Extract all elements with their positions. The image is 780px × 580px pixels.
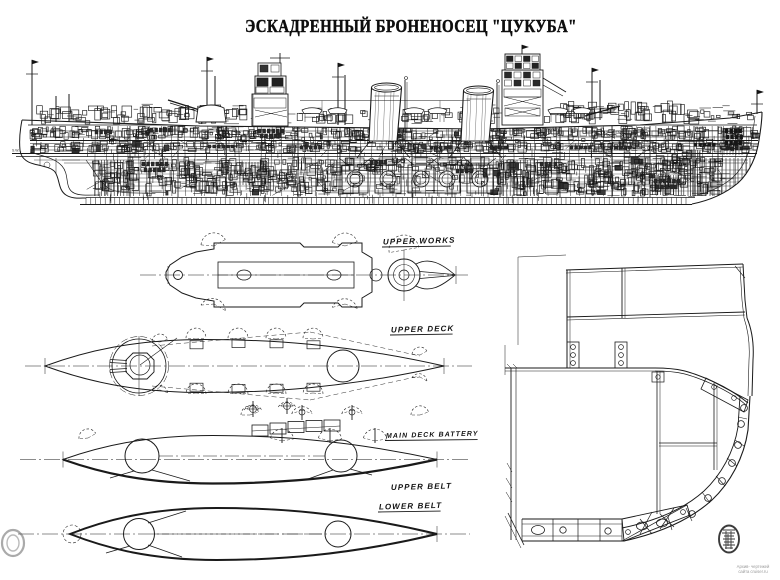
- svg-text:UPPER BELT: UPPER BELT: [391, 481, 452, 492]
- svg-text:Архив- чертежей: Архив- чертежей: [737, 564, 770, 569]
- svg-text:сайта cruiser.ru: сайта cruiser.ru: [738, 569, 768, 574]
- svg-text:UPPER DECK: UPPER DECK: [391, 324, 455, 335]
- svg-text:UPPER WORKS: UPPER WORKS: [383, 236, 456, 247]
- svg-text:LOWER BELT: LOWER BELT: [379, 501, 443, 512]
- svg-text:S.W.L: S.W.L: [12, 149, 21, 153]
- svg-text:MAIN DECK BATTERY: MAIN DECK BATTERY: [386, 431, 479, 440]
